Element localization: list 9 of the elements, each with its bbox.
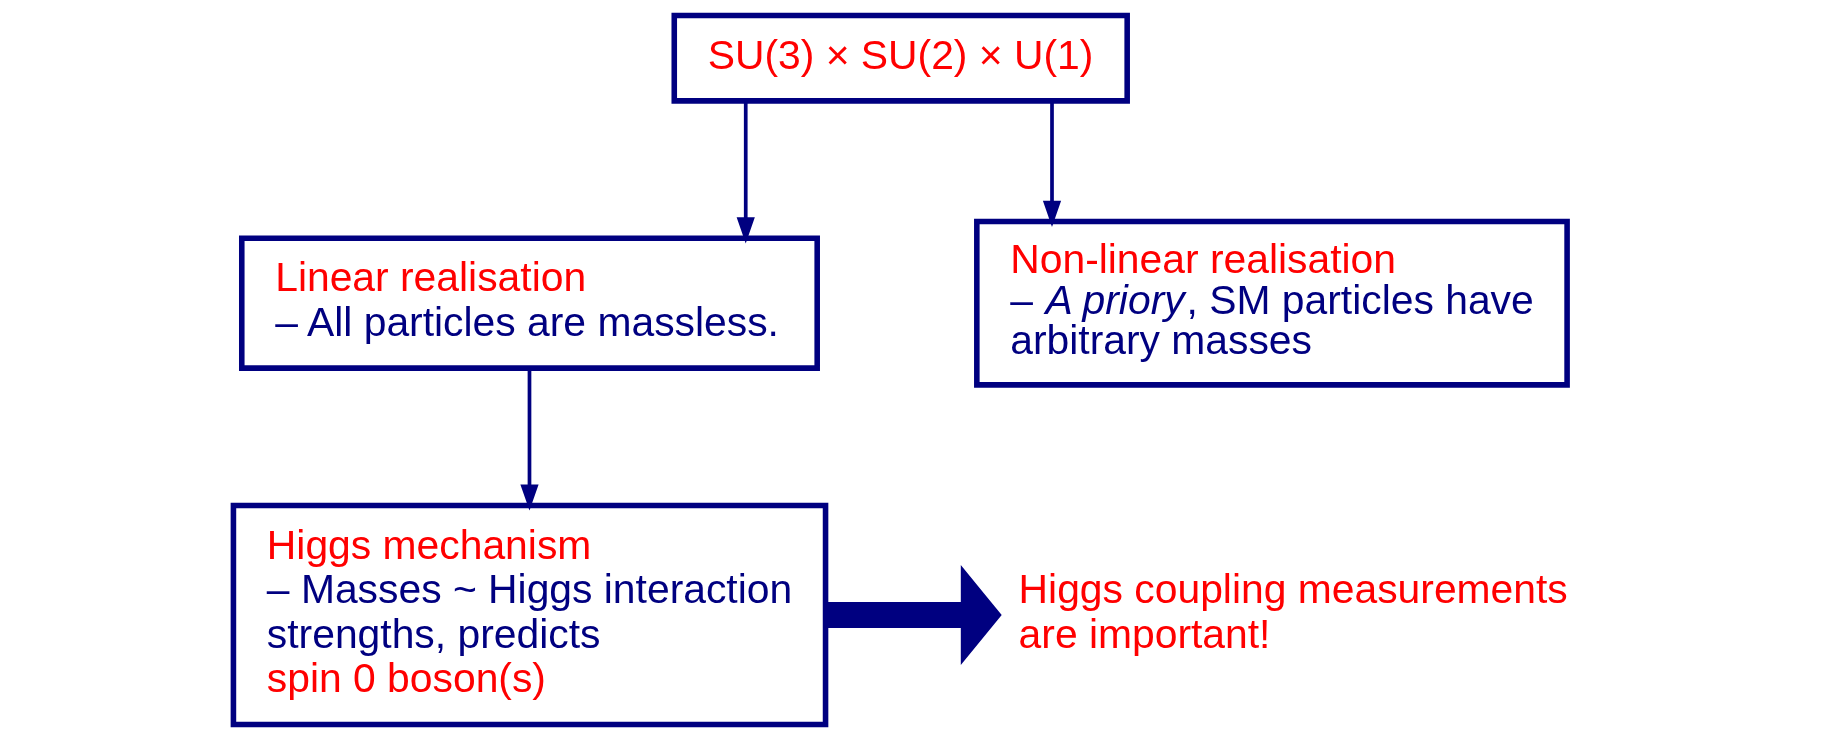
node-box: Non-linear realisation – A priory, SM particles have arbitrary masses [974, 218, 1570, 388]
node-text: Higgs coupling measurements are important! [1018, 566, 1568, 657]
node-box: SU(3) × SU(2) × U(1) [671, 12, 1130, 104]
arrow [1042, 101, 1062, 227]
node-box: Linear realisation – All particles are massless. [239, 235, 820, 371]
node-box: Higgs mechanism – Masses ~ Higgs interaction strengths, predicts spin 0 boson(s) [230, 502, 829, 728]
arrow [736, 101, 755, 244]
arrow [826, 564, 1002, 666]
arrow [520, 368, 539, 511]
